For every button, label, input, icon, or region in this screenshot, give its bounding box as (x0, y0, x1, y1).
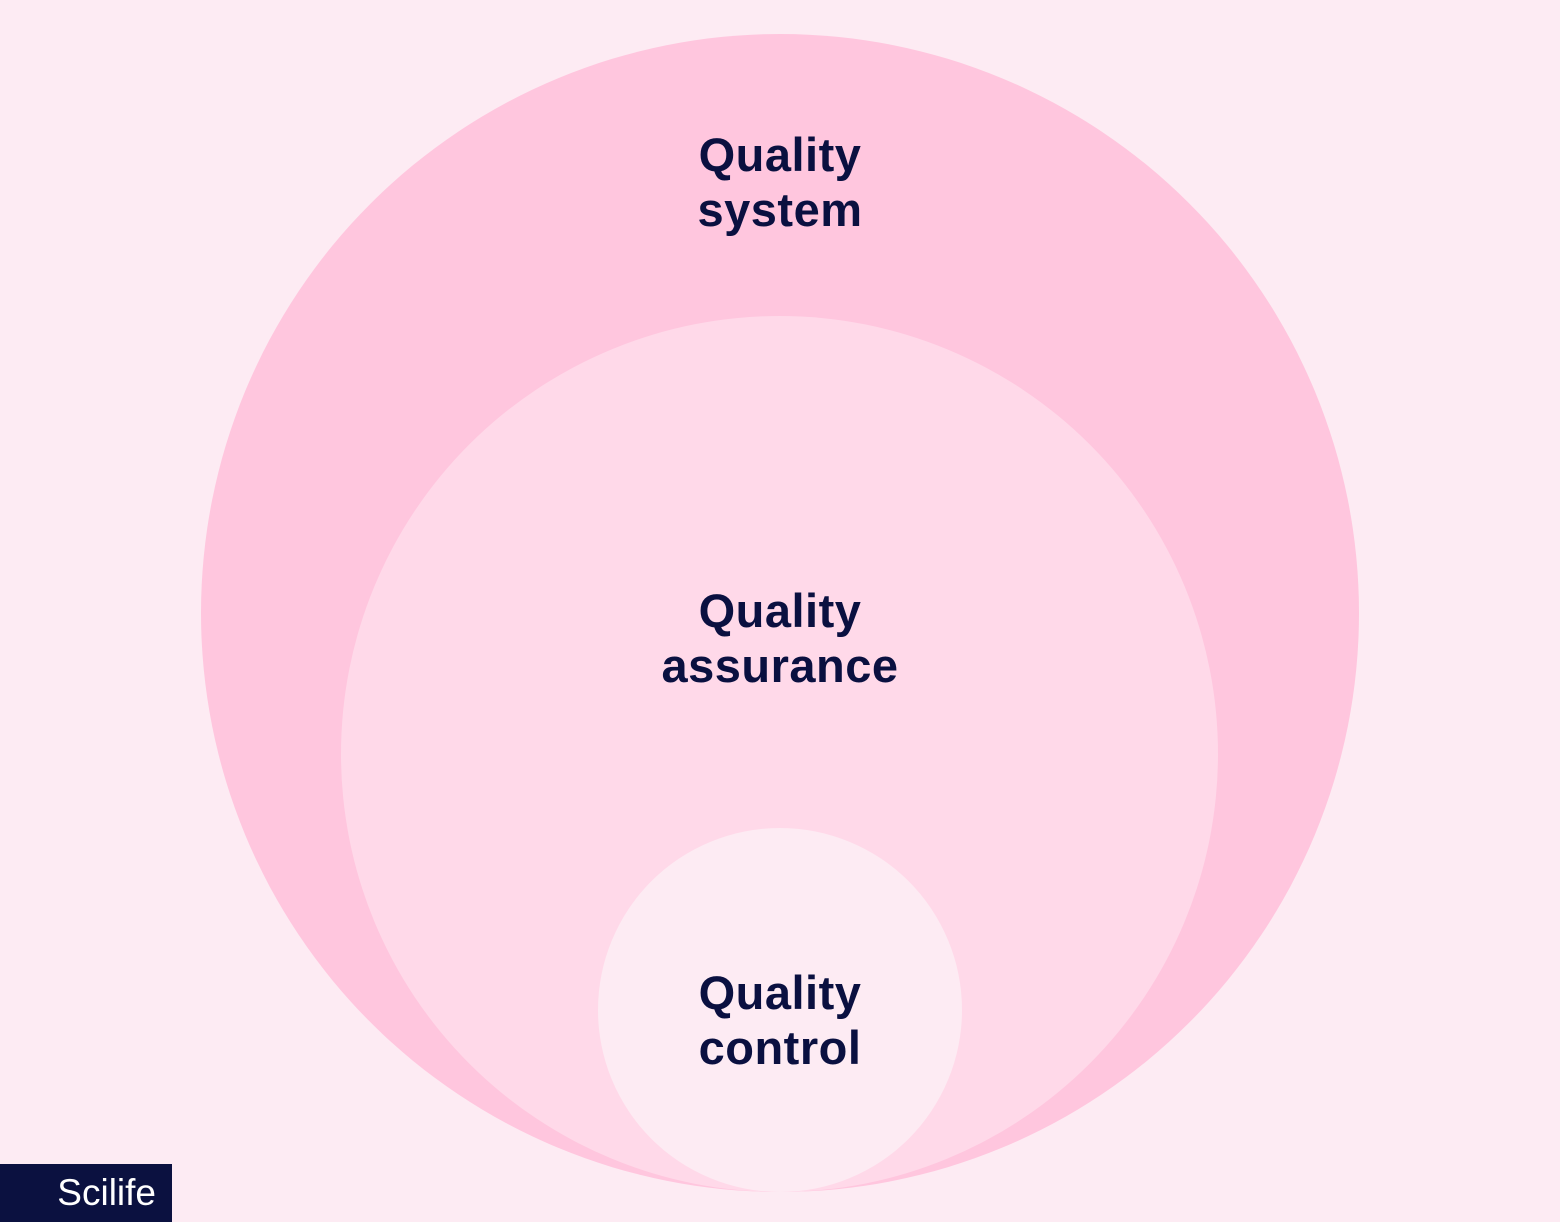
quality-control-circle (598, 828, 962, 1192)
label-line: Quality (698, 584, 862, 637)
scilife-logo: Scilife (0, 1164, 172, 1222)
quality-system-label: Quality system (0, 127, 1560, 237)
label-line: Quality (698, 966, 862, 1019)
label-line: control (698, 1021, 862, 1074)
quality-assurance-label: Quality assurance (0, 583, 1560, 693)
label-line: Quality (698, 128, 862, 181)
label-line: assurance (661, 639, 899, 692)
label-line: system (697, 183, 863, 236)
quality-control-label: Quality control (0, 965, 1560, 1075)
